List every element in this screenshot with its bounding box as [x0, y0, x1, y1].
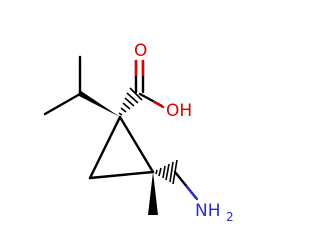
carbonyl-oxygen-label: O — [134, 41, 147, 61]
carboxyl-hash-bond — [118, 87, 143, 116]
aminomethyl-ch2-n-bond-n — [185, 185, 199, 201]
ring-bond-right — [118, 115, 155, 174]
methyl-wedge-bond — [148, 172, 158, 215]
ring-bond-bottom — [88, 170, 155, 180]
ring-bond-top-left — [88, 115, 122, 180]
amine-label: NH — [195, 201, 221, 221]
hydroxyl-label: OH — [166, 101, 192, 121]
carboxyl-oh-bond-o — [152, 100, 165, 109]
amine-subscript-label: 2 — [226, 210, 234, 224]
isopropyl-wedge-bond — [79, 91, 120, 117]
isopropyl-bond-lower — [43, 92, 82, 116]
molecule-structure: O OH NH 2 — [43, 41, 234, 224]
